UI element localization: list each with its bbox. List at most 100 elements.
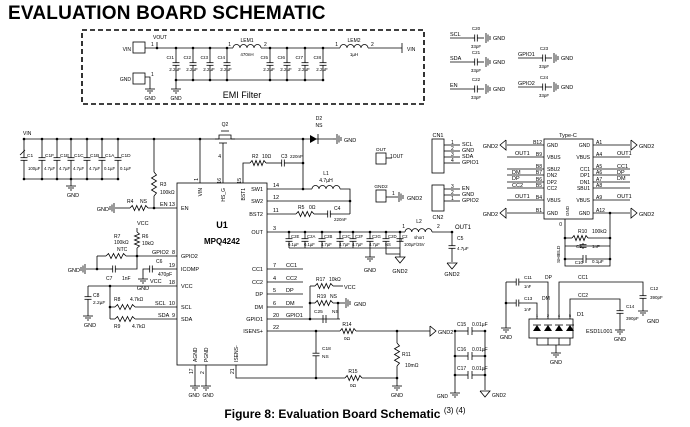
label-typec-left-1-name: VBUS	[547, 155, 561, 161]
label-u1-pins_left-5-num: 9	[172, 313, 175, 319]
label-output-out1: OUT1	[455, 225, 472, 231]
label-typec-right-1-name: VBUS	[576, 155, 590, 161]
junction-dot	[453, 354, 457, 358]
wire	[385, 248, 400, 255]
label-emi_filter-vout_node: VOUT	[153, 35, 167, 41]
label-input-caps-3-value: 4.7µF	[73, 166, 84, 171]
label-d2-ref: D2	[316, 116, 323, 122]
label-right_ckt-r19-ref: R19	[317, 294, 326, 300]
label-typec-right-0-name: GND	[579, 143, 591, 149]
label-right_ckt-r11-value: 10mΩ	[405, 363, 419, 369]
label-right_ckt-r19_gnd: GND	[354, 302, 366, 308]
label-input-caps-0-value: 100µF	[28, 166, 41, 171]
label-cn2-pins-1-num: 2	[451, 190, 454, 196]
label-decoupling-3-value: 33pF	[539, 64, 550, 69]
label-cn1-pins-1-name: GND	[462, 148, 474, 154]
label-emi_filter-caps-3-ref: CI4	[218, 55, 226, 61]
label-typec-c9-value: 1nF	[592, 244, 600, 249]
resistor	[249, 159, 267, 167]
label-bypass-c15-value: 0.01µF	[472, 322, 488, 328]
label-esd-gnd: GND	[550, 360, 562, 366]
inductor	[232, 44, 262, 49]
label-emi_filter-caps-6-value: 2.2µF	[298, 67, 310, 72]
label-gpio2_ckt-r7-type: NTC	[117, 247, 128, 253]
label-bypass-c16-ref: C16	[457, 347, 466, 353]
junction-dot	[225, 46, 229, 50]
label-emi_filter-caps-7-value: 2.2µF	[316, 67, 328, 72]
junction-dot	[308, 317, 312, 321]
label-typec-left-5-name: CC2	[547, 186, 557, 192]
label-u1-pins_top-1-name: HS_G	[221, 188, 227, 202]
label-u1-pins_top-0-name: VIN	[198, 188, 204, 197]
label-emi_filter-caps-1-ref: CI2	[184, 55, 192, 61]
label-u1-pins_right-8-name: GPIO1	[246, 317, 263, 323]
label-input-caps-5-ref: C1A	[105, 153, 115, 159]
label-u1-pins_left-3-num: 18	[169, 280, 175, 286]
wire	[521, 281, 549, 319]
label-d2-value: NS	[316, 123, 324, 129]
label-typec-left-3-pin: B7	[536, 170, 542, 176]
label-r4-gnd: GND	[97, 207, 109, 213]
label-typec-shield: SHIELD	[556, 245, 562, 263]
label-u1-pins_right-8-name: GPIO1	[286, 313, 303, 319]
label-esd-nets-cc1: CC1	[578, 275, 588, 281]
label-decoupling-4-value: 33pF	[539, 93, 550, 98]
label-right_ckt-r17-value: 10kΩ	[329, 277, 341, 283]
wire	[521, 302, 538, 319]
label-emi_filter-gnd_a: GND	[144, 96, 156, 102]
junction-dot	[608, 257, 612, 261]
label-output-l2-ref: L2	[416, 219, 422, 225]
resistor	[295, 210, 315, 218]
label-u1-pins_right-5-num: 4	[273, 276, 276, 282]
label-esd-part: ESD1L001	[586, 329, 613, 335]
diode-icon	[566, 325, 574, 331]
wire	[142, 268, 147, 276]
label-decoupling-3-gnd: GND	[561, 56, 573, 62]
label-u1-pins_left-0-name: EN	[181, 206, 189, 212]
label-typec-right-0-pin: A1	[596, 140, 602, 146]
label-typec-r10-value: 100kΩ	[592, 229, 607, 235]
junction-dot	[198, 137, 202, 141]
label-u1-pins_right-4-num: 7	[273, 263, 276, 269]
junction-dot	[152, 137, 156, 141]
label-i2c_ckt-c8-value: 2.2µF	[93, 300, 105, 306]
label-u1-pins_right-6-name: DP	[255, 292, 263, 298]
label-u1-pins_right-4-name: CC1	[286, 263, 297, 269]
junction-dot	[303, 78, 307, 82]
label-decoupling-2-value: 33pF	[471, 95, 482, 100]
page-title: EVALUATION BOARD SCHEMATIC	[8, 3, 326, 24]
label-u1-pins_right-5-name: CC2	[286, 276, 297, 282]
label-gpio2_ckt-c6-ref: C6	[156, 259, 163, 265]
label-u1-pins_right-6-name: DP	[286, 288, 294, 294]
label-output-caps-4-value: 4.7µF	[352, 242, 363, 247]
ground2-icon	[446, 262, 458, 270]
label-u1-pins_left-5-name: SDA	[181, 317, 193, 323]
label-output-c5_gnd: GND2	[444, 272, 459, 278]
label-decoupling-2-ref: C22	[472, 77, 481, 82]
resistor	[105, 252, 127, 260]
label-typec-right-3-name: DP1	[580, 173, 590, 179]
label-u1-pins_right-7-name: DM	[286, 301, 295, 307]
label-cn1-ref: CN1	[432, 133, 443, 139]
label-typec-right-3-pin: A6	[596, 170, 602, 176]
label-cn2-pins-0-name: EN	[462, 186, 470, 192]
label-decoupling-0-ref: C20	[472, 26, 481, 31]
label-output-caps-4-ref: C2F	[355, 234, 363, 239]
label-esd-gnd_c12: GND	[647, 319, 659, 325]
esd-diode-array	[528, 318, 574, 339]
label-r4-ref: R4	[127, 199, 134, 205]
label-u1-pins_right-7-name: DM	[254, 305, 263, 311]
junction-dot	[483, 329, 487, 333]
junction-dot	[285, 78, 289, 82]
label-u1-pins_right-1-num: 12	[273, 195, 279, 201]
label-decoupling-3-ref: C23	[540, 46, 549, 51]
label-esd-c14-ref: C14	[626, 304, 635, 309]
label-typec-right-4-name: DN1	[580, 180, 590, 186]
label-esd-ref: D1	[577, 312, 584, 318]
junction-dot	[22, 177, 26, 181]
junction-dot	[174, 46, 178, 50]
label-u1-pins_left-2-num: 19	[169, 263, 175, 269]
label-u1-pins_bottom-2-name: ISENS-	[234, 345, 240, 362]
label-u1-pins_left-1-num: 8	[172, 250, 175, 256]
